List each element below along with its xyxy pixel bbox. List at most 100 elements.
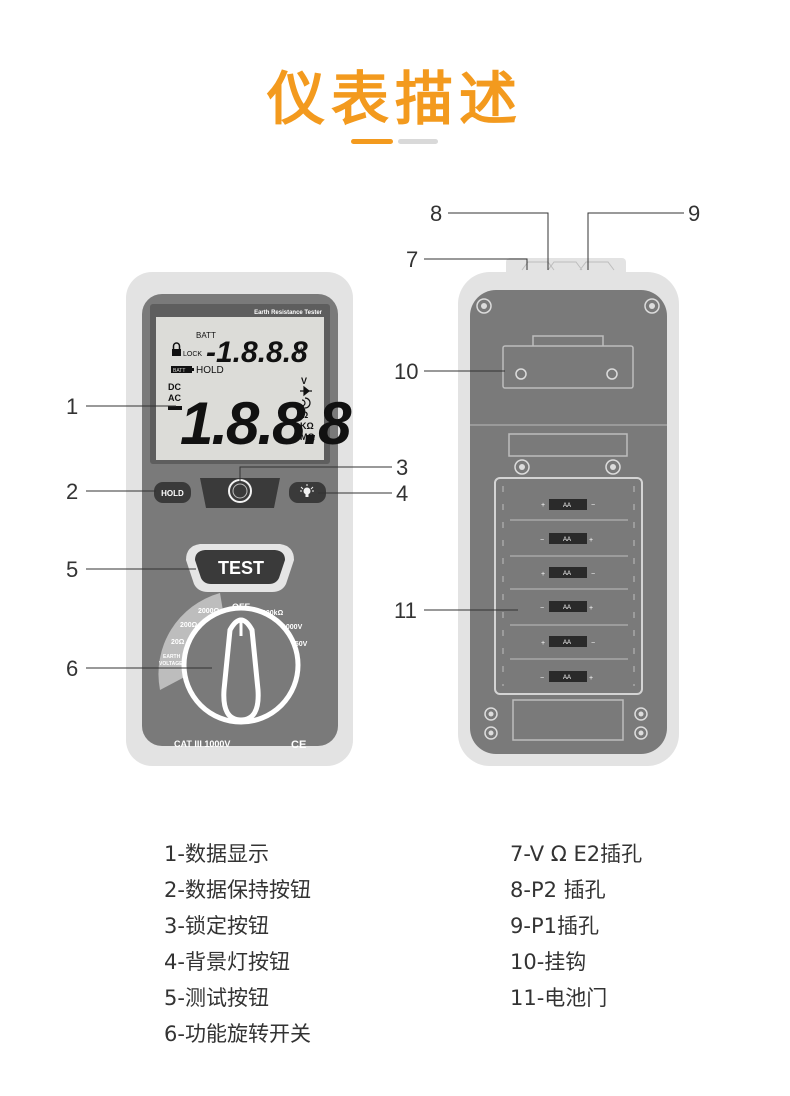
rotary-dial[interactable]: OFF 2000Ω 200Ω 20Ω 200kΩ 1000V 750V EART… bbox=[158, 593, 308, 725]
legend-item: 10-挂钩 bbox=[510, 950, 587, 974]
backlight-button[interactable] bbox=[289, 482, 326, 503]
latch-screw-icon bbox=[514, 459, 621, 475]
dial-2000ohm-label: 2000Ω bbox=[198, 608, 220, 615]
lcd-batt-small: BATT bbox=[196, 331, 216, 340]
title-underline-accent bbox=[351, 139, 393, 144]
lcd-unit-kohm: KΩ bbox=[300, 421, 314, 431]
lcd-unit-ohm: Ω bbox=[301, 410, 308, 420]
callout-number-5: 5 bbox=[66, 557, 78, 582]
lcd-hold-flag: HOLD bbox=[196, 365, 224, 376]
ce-mark: CE bbox=[291, 739, 306, 751]
callout-number-7: 7 bbox=[406, 247, 418, 272]
legend-left: 1-数据显示 2-数据保持按钮 3-锁定按钮 4-背景灯按钮 5-测试按钮 6-… bbox=[164, 836, 311, 1052]
battery-plus: + bbox=[541, 571, 545, 578]
battery-label: AA bbox=[563, 640, 571, 646]
legend-item: 6-功能旋转开关 bbox=[164, 1022, 311, 1046]
dial-earth-label: EARTH bbox=[163, 654, 181, 660]
lcd-unit-v: V bbox=[301, 376, 307, 386]
lcd-batt-badge: BATT bbox=[173, 368, 185, 374]
page-title: 仪表描述 bbox=[266, 65, 523, 133]
lightbulb-icon bbox=[300, 484, 314, 497]
callout-number-8: 8 bbox=[430, 201, 442, 226]
battery-label: AA bbox=[563, 571, 571, 577]
battery-plus: + bbox=[589, 675, 593, 682]
callouts bbox=[86, 212, 684, 669]
legend-item: 2-数据保持按钮 bbox=[164, 878, 311, 902]
dial-200kohm-label: 200kΩ bbox=[262, 610, 284, 617]
lcd-big-digits: 1.8.8.8 bbox=[180, 390, 352, 457]
callout-line-3 bbox=[239, 466, 392, 482]
dial-20ohm-label: 20Ω bbox=[171, 639, 185, 646]
callout-number-3: 3 bbox=[396, 455, 408, 480]
callout-number-1: 1 bbox=[66, 394, 78, 419]
battery-cell: − AA + bbox=[540, 601, 593, 612]
callout-number-11: 11 bbox=[394, 598, 417, 623]
callout-number-2: 2 bbox=[66, 479, 78, 504]
battery-cell: − AA + bbox=[540, 533, 593, 544]
lcd-ac: AC bbox=[168, 393, 181, 403]
front-device: Earth Resistance Tester BATT LOCK -1.8.8… bbox=[126, 272, 354, 766]
dial-voltage-label: VOLTAGE bbox=[159, 661, 183, 667]
latch-slot bbox=[508, 433, 628, 457]
lcd-small-unit: V bbox=[296, 346, 302, 356]
hanging-hook bbox=[502, 335, 634, 389]
dial-200ohm-label: 200Ω bbox=[180, 622, 198, 629]
battery-cell: − AA + bbox=[540, 671, 593, 682]
battery-cell: + AA − bbox=[541, 499, 595, 510]
battery-minus: − bbox=[540, 675, 544, 682]
legend-item: 1-数据显示 bbox=[164, 842, 269, 866]
title-underline-gray bbox=[398, 139, 438, 144]
back-device: + AA − − AA + + AA − − AA + bbox=[458, 258, 679, 766]
diode-icon bbox=[300, 385, 312, 397]
test-button[interactable]: TEST bbox=[186, 544, 294, 592]
battery-minus: − bbox=[591, 502, 595, 509]
lcd-display: Earth Resistance Tester BATT LOCK -1.8.8… bbox=[150, 304, 354, 464]
battery-door[interactable]: + AA − − AA + + AA − − AA + bbox=[494, 477, 643, 695]
input-jacks[interactable] bbox=[521, 261, 615, 271]
lcd-small-digits: -1.8.8.8 bbox=[206, 336, 308, 369]
battery-plus: + bbox=[589, 537, 593, 544]
dial-1000v-label: 1000V bbox=[282, 624, 303, 631]
battery-plus: + bbox=[541, 502, 545, 509]
lock-icon bbox=[172, 342, 181, 356]
battery-label: AA bbox=[563, 605, 571, 611]
buzzer-icon bbox=[301, 397, 311, 409]
back-body bbox=[470, 290, 667, 754]
lock-button[interactable] bbox=[200, 478, 280, 508]
battery-label: AA bbox=[563, 537, 571, 543]
callout-line-7 bbox=[424, 258, 528, 270]
dial-750v-label: 750V bbox=[291, 641, 308, 648]
legend-item: 9-P1插孔 bbox=[510, 914, 599, 938]
hold-button[interactable]: HOLD bbox=[154, 482, 191, 503]
lower-panel bbox=[512, 699, 624, 741]
legend-item: 4-背景灯按钮 bbox=[164, 950, 290, 974]
battery-indicator-icon bbox=[171, 366, 194, 373]
callout-number-4: 4 bbox=[396, 481, 408, 506]
callout-number-10: 10 bbox=[394, 359, 418, 384]
legend-item: 7-V Ω E2插孔 bbox=[510, 842, 643, 866]
battery-minus: − bbox=[540, 605, 544, 612]
battery-label: AA bbox=[563, 503, 571, 509]
legend-item: 3-锁定按钮 bbox=[164, 914, 269, 938]
legend-right: 7-V Ω E2插孔 8-P2 插孔 9-P1插孔 10-挂钩 11-电池门 bbox=[510, 836, 642, 1016]
battery-cell: + AA − bbox=[541, 636, 595, 647]
battery-minus: − bbox=[591, 640, 595, 647]
legend-item: 11-电池门 bbox=[510, 986, 608, 1010]
callout-line-9 bbox=[587, 212, 684, 270]
corner-screw-icon bbox=[476, 298, 660, 314]
battery-plus: + bbox=[589, 605, 593, 612]
lcd-unit-mohm: MΩ bbox=[300, 432, 315, 442]
battery-plus: + bbox=[541, 640, 545, 647]
callout-number-9: 9 bbox=[688, 201, 700, 226]
callout-numbers: 1 2 3 4 5 6 7 8 9 10 11 bbox=[66, 201, 700, 681]
lcd-lock-label: LOCK bbox=[183, 351, 202, 358]
lcd-screen bbox=[156, 317, 324, 460]
battery-cell: + AA − bbox=[541, 567, 595, 578]
battery-label: AA bbox=[563, 675, 571, 681]
legend-item: 8-P2 插孔 bbox=[510, 878, 606, 902]
test-button-label: TEST bbox=[218, 558, 264, 578]
brand-label: Earth Resistance Tester bbox=[254, 310, 323, 316]
lcd-dc: DC bbox=[168, 382, 181, 392]
bottom-screw-icon bbox=[484, 707, 648, 740]
callout-line-8 bbox=[448, 212, 549, 270]
